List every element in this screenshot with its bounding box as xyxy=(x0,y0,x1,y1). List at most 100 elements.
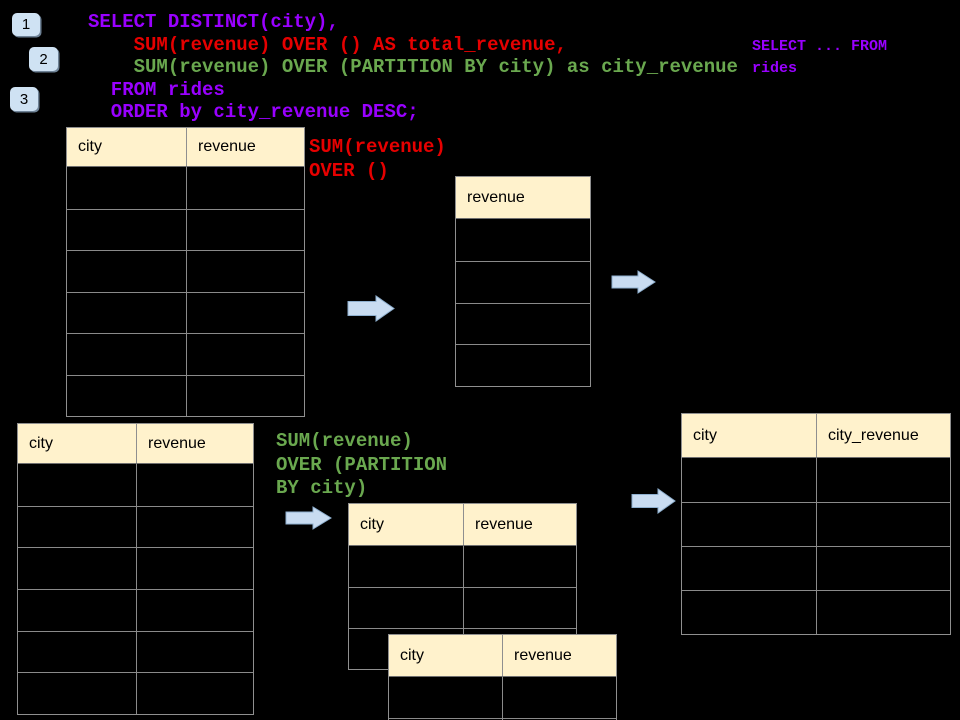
sql-code-line: SELECT DISTINCT(city), xyxy=(88,11,339,33)
table-empty-cell xyxy=(463,546,576,587)
side-note-select-from-rides: SELECT ... FROM rides xyxy=(752,38,888,77)
table-empty-row xyxy=(67,291,304,334)
column-header-revenue: revenue xyxy=(136,424,253,463)
step-badge-1: 1 xyxy=(12,13,40,36)
table-empty-row xyxy=(456,302,590,345)
sql-code-line: SUM(revenue) OVER () AS total_revenue, xyxy=(88,33,567,56)
table-empty-cell xyxy=(67,167,186,209)
table-rides-source-bottom: city revenue xyxy=(17,423,254,716)
table-empty-row xyxy=(67,374,304,416)
table-header-row: city city_revenue xyxy=(682,414,950,458)
table-header-row: city revenue xyxy=(67,128,304,167)
table-empty-cell xyxy=(816,458,950,502)
arrow-right-icon xyxy=(631,488,676,514)
column-header-city: city xyxy=(78,138,102,155)
table-total-revenue-result: revenue xyxy=(455,176,591,388)
table-rides-source-top: city revenue xyxy=(66,127,305,417)
table-empty-row xyxy=(349,587,576,628)
table-empty-cell xyxy=(67,293,186,334)
table-empty-cell xyxy=(682,591,816,634)
sql-code-block: SELECT DISTINCT(city), SUM(revenue) OVER… xyxy=(88,11,738,124)
table-empty-row xyxy=(389,677,616,718)
table-empty-cell xyxy=(18,673,136,714)
table-body xyxy=(67,167,304,416)
table-empty-row xyxy=(456,260,590,303)
table-header-row: city revenue xyxy=(18,424,253,464)
table-body xyxy=(389,677,616,720)
table-empty-row xyxy=(682,590,950,634)
table-empty-cell xyxy=(502,677,616,718)
step-badge-2: 2 xyxy=(29,47,58,71)
table-empty-cell xyxy=(456,219,590,261)
table-empty-row xyxy=(18,505,253,548)
table-empty-cell xyxy=(389,677,502,718)
annotation-partition-by-city: SUM(revenue) OVER (PARTITION BY city) xyxy=(276,430,448,499)
table-empty-cell xyxy=(349,588,463,628)
table-empty-row xyxy=(682,546,950,590)
table-empty-cell xyxy=(136,590,253,631)
sql-code-line: ORDER by city_revenue DESC; xyxy=(88,101,419,123)
table-empty-cell xyxy=(186,375,304,416)
table-header-row: city revenue xyxy=(389,635,616,677)
table-empty-cell xyxy=(18,507,136,548)
table-empty-row xyxy=(67,208,304,251)
table-empty-row xyxy=(456,344,590,386)
table-empty-row xyxy=(682,502,950,546)
table-body xyxy=(682,458,950,634)
table-empty-cell xyxy=(816,547,950,590)
table-empty-cell xyxy=(682,503,816,546)
table-empty-cell xyxy=(18,590,136,631)
table-header-row: city revenue xyxy=(349,504,576,546)
table-empty-cell xyxy=(456,262,590,303)
table-empty-cell xyxy=(349,546,463,587)
table-empty-cell xyxy=(816,503,950,546)
annotation-total-revenue: SUM(revenue) OVER () xyxy=(309,136,446,182)
table-empty-cell xyxy=(18,632,136,673)
table-empty-cell xyxy=(186,251,304,292)
table-body xyxy=(456,219,590,386)
table-empty-cell xyxy=(67,210,186,251)
table-empty-row xyxy=(67,167,304,209)
table-empty-row xyxy=(18,547,253,590)
column-header-city-revenue: city_revenue xyxy=(816,414,950,457)
column-header-city: city xyxy=(400,646,424,664)
sql-code-line: FROM rides xyxy=(88,78,225,101)
table-empty-row xyxy=(67,333,304,375)
column-header-city: city xyxy=(360,515,384,533)
table-header-row: revenue xyxy=(456,177,590,219)
column-header-city: city xyxy=(693,426,717,444)
column-header-revenue: revenue xyxy=(502,635,616,676)
table-empty-cell xyxy=(136,464,253,506)
step-badge-3: 3 xyxy=(10,87,38,111)
table-empty-row xyxy=(18,630,253,673)
table-partition-overlay: city revenue xyxy=(388,634,617,720)
table-empty-cell xyxy=(136,548,253,590)
table-empty-cell xyxy=(136,631,253,673)
table-empty-cell xyxy=(18,464,136,506)
table-empty-cell xyxy=(682,458,816,502)
table-empty-row xyxy=(18,464,253,506)
table-empty-cell xyxy=(67,334,186,375)
table-empty-cell xyxy=(136,673,253,715)
table-empty-cell xyxy=(816,591,950,634)
arrow-right-icon xyxy=(347,295,395,322)
column-header-revenue: revenue xyxy=(467,188,525,206)
arrow-right-icon xyxy=(611,270,656,294)
arrow-right-icon xyxy=(285,506,332,530)
table-empty-cell xyxy=(456,304,590,345)
column-header-city: city xyxy=(29,434,53,452)
table-empty-row xyxy=(18,672,253,715)
table-empty-cell xyxy=(186,167,304,209)
table-empty-row xyxy=(67,250,304,292)
table-empty-cell xyxy=(456,345,590,386)
sql-code-line: SUM(revenue) OVER (PARTITION BY city) as… xyxy=(88,56,738,78)
table-empty-cell xyxy=(186,334,304,375)
column-header-revenue: revenue xyxy=(463,504,576,545)
table-empty-row xyxy=(18,589,253,631)
table-empty-cell xyxy=(136,506,253,548)
table-empty-cell xyxy=(682,547,816,590)
column-header-revenue: revenue xyxy=(186,128,304,166)
table-empty-row xyxy=(349,546,576,587)
table-empty-cell xyxy=(18,548,136,589)
table-empty-cell xyxy=(186,292,304,333)
